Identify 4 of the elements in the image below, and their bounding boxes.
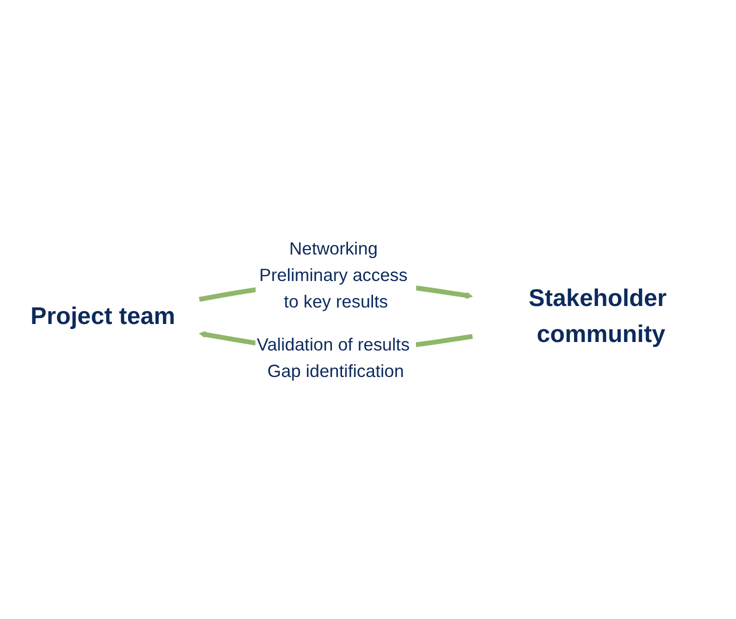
edge-label: Networking Preliminary access to key results [259,238,408,312]
edge-label: Validation of results Gap identification [256,334,410,381]
node-text: Project team [30,302,176,330]
node-text: Stakeholder community [528,284,667,348]
